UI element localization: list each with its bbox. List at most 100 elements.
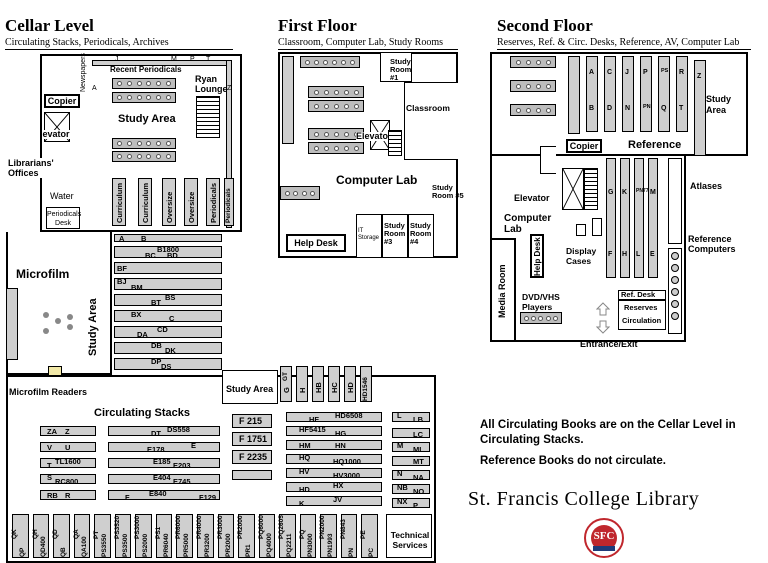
stack-label: N [397, 469, 403, 478]
second-floor-stair-well [540, 146, 556, 174]
cellar-study-area-small-label: Study Area [226, 384, 274, 394]
stack-label: DA [137, 330, 148, 339]
stack-label: PS3000 [134, 515, 142, 539]
second-floor-elevator-icon [562, 168, 584, 210]
reserves-label: Reserves [624, 303, 658, 312]
stack-label: A [119, 234, 125, 243]
stack-label: BD [167, 251, 178, 260]
top-letter-a: A [92, 85, 97, 92]
stack-label: E745 [173, 477, 191, 486]
range-label: D [607, 105, 613, 112]
top-letter-m: M [171, 56, 177, 63]
stack-vertical-h: H [296, 366, 308, 402]
stack-row [232, 470, 272, 480]
reference-note: Reference Books do not circulate. [480, 455, 666, 467]
computer-circle [671, 252, 679, 260]
stack-label: NX [397, 497, 408, 506]
stack-label: DS558 [167, 425, 190, 434]
study-room-4-label: Study Room #4 [410, 221, 432, 246]
stack-label: PR1 [245, 544, 253, 557]
stack-label: TL1600 [55, 457, 81, 466]
stack-label: LC [413, 430, 423, 439]
cellar-study-table [112, 78, 176, 89]
cellar-study-table [112, 138, 176, 149]
entrance-exit-label: Entrance/Exit [580, 339, 638, 349]
stack-label: BX [131, 310, 142, 319]
stack-label: HV [299, 467, 310, 476]
stack-label: HD6508 [335, 411, 363, 420]
shelf-label: Oversize [187, 191, 196, 223]
media-room-label: Media Room [497, 264, 507, 318]
circulation-note: All Circulating Books are on the Cellar … [480, 419, 736, 446]
stack-label: PR2000 [237, 515, 245, 540]
stack-label: MT [413, 457, 424, 466]
first-floor-table [308, 100, 364, 112]
curriculum-shelf: Curriculum [112, 178, 126, 226]
stack-label: PR6000 [175, 515, 183, 540]
range-label: T [679, 105, 684, 112]
stack-label: E840 [149, 489, 167, 498]
stack-label: GT [282, 371, 289, 381]
first-floor-table [308, 86, 364, 98]
first-floor-elevator-label: Elevator [356, 131, 392, 141]
range-label: E [650, 251, 655, 258]
stack-label: PQ [298, 529, 306, 539]
stack-label: NO [413, 487, 425, 496]
study-room-5-label: Study Room #5 [432, 183, 464, 200]
stack-label: RB [47, 491, 58, 500]
circulating-stacks-label: Circulating Stacks [94, 407, 190, 419]
stack-label: DK [165, 346, 176, 355]
study-room-1 [380, 52, 412, 82]
ref-desk-label: Ref. Desk [621, 290, 656, 299]
cellar-stairs [196, 96, 220, 138]
stack-label: B [141, 234, 147, 243]
stack-label: NB [397, 483, 408, 492]
stack-label: E [191, 441, 197, 450]
stack-label: PN [347, 547, 355, 557]
range-label: Z [697, 73, 702, 80]
stack-label: HV3000 [333, 471, 361, 480]
stack-label: JV [333, 495, 343, 504]
dvd-vhs-players-label: DVD/VHS Players [522, 292, 560, 312]
stack-vertical-hb: HB [312, 366, 324, 402]
stack-label: PR2000 [224, 533, 232, 558]
second-floor-copier-label: Copier [569, 141, 599, 151]
range-label: M [650, 189, 656, 196]
media-room [490, 238, 516, 342]
newspapers-label: Newspapers [80, 53, 87, 92]
stack-label: F [125, 493, 130, 502]
stack-label: HB [314, 382, 323, 393]
range-label: J [625, 69, 629, 76]
periodicals-desk: Periodicals Desk [46, 207, 82, 229]
stack-label: PR6040 [162, 533, 170, 558]
stack-row: B1800 BC BD [114, 246, 222, 260]
second-floor-help-desk-label: Help Desk [533, 237, 542, 276]
shelf-label: Curriculum [115, 182, 124, 223]
reference-label: Reference [628, 139, 682, 151]
stack-label: PQ2211 [286, 533, 294, 558]
stack-label: DS [161, 362, 172, 371]
stack-label: RC800 [55, 477, 79, 486]
stack-row: BF [114, 262, 222, 274]
periodicals-shelf: Periodicals [206, 178, 220, 226]
stack-vertical-hc: HC [328, 366, 340, 402]
periodicals-desk-label: Periodicals Desk [47, 211, 82, 227]
stack-label: QK [11, 529, 18, 539]
shelf-label: Periodicals [209, 182, 218, 223]
microfilm-label: Microfilm [16, 267, 70, 281]
stack-row: BT BS [114, 294, 222, 306]
